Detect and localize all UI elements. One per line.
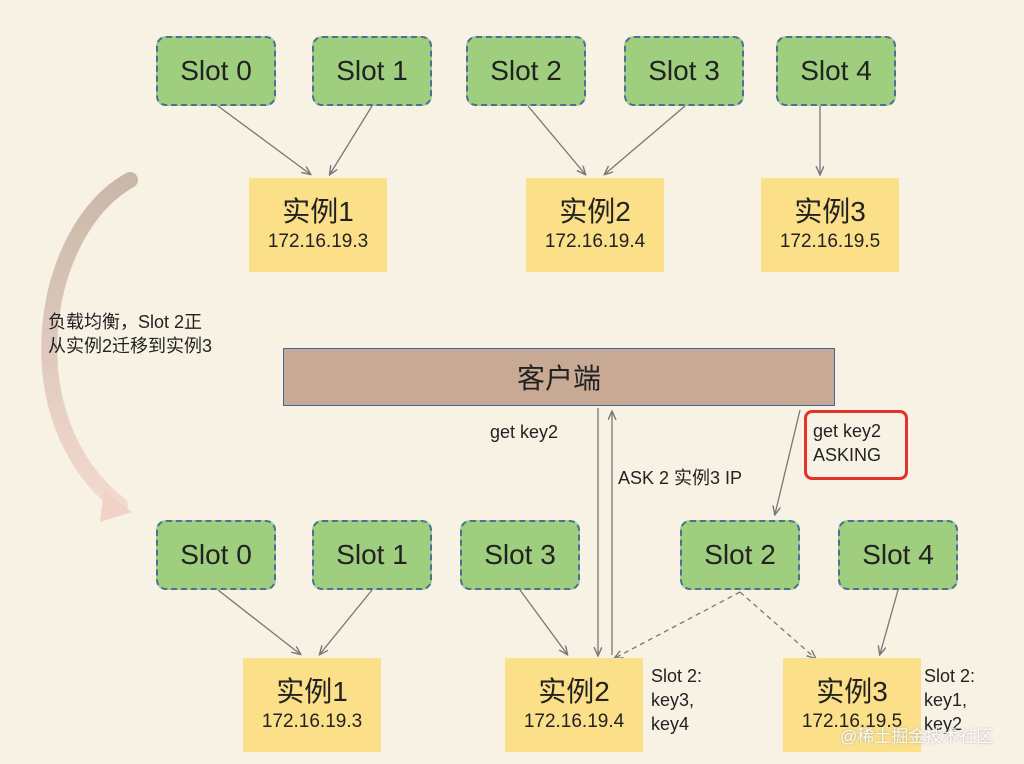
- instance-name: 实例2: [538, 676, 610, 707]
- arrow-bot-slot2-inst3-dashed: [739, 591, 815, 658]
- bottom-slot-3: Slot 3: [460, 520, 580, 590]
- client-box: 客户端: [283, 348, 835, 406]
- top-slot-2: Slot 2: [466, 36, 586, 106]
- bottom-instance-1: 实例1 172.16.19.3: [243, 658, 381, 752]
- instance-name: 实例2: [559, 196, 631, 227]
- arrow-top-slot3-inst2: [605, 105, 686, 174]
- instance-ip: 172.16.19.4: [544, 231, 646, 252]
- arrow-bot-slot1-inst1: [320, 589, 373, 654]
- get-key2-label: get key2: [490, 422, 559, 442]
- arrow-bot-slot2-inst2-dashed: [615, 591, 741, 658]
- asking-command-label: get key2 ASKING: [813, 421, 882, 465]
- bottom-instance-2: 实例2 172.16.19.4: [505, 658, 643, 752]
- instance2-keys-note: Slot 2: key3, key4: [651, 666, 703, 734]
- instance-ip: 172.16.19.4: [523, 711, 625, 732]
- top-slot-3: Slot 3: [624, 36, 744, 106]
- instance-name: 实例1: [282, 196, 354, 227]
- instance3-keys-note: Slot 2: key1, key2: [924, 666, 976, 734]
- instance-name: 实例1: [276, 676, 348, 707]
- instance-name: 实例3: [794, 196, 866, 227]
- arrow-top-slot1-inst1: [330, 105, 373, 174]
- migration-curve-arrow: [41, 172, 138, 513]
- instance-name: 实例3: [816, 676, 888, 707]
- asking-highlight-box: get key2 ASKING: [804, 410, 908, 480]
- arrow-bot-slot4-inst3: [880, 589, 899, 654]
- top-slot-4: Slot 4: [776, 36, 896, 106]
- bottom-instance-3: 实例3 172.16.19.5: [783, 658, 921, 752]
- arrow-bot-slot0-inst1: [217, 589, 300, 654]
- bottom-slot-4: Slot 4: [838, 520, 958, 590]
- top-slot-1: Slot 1: [312, 36, 432, 106]
- bottom-slot-2: Slot 2: [680, 520, 800, 590]
- client-label: 客户端: [516, 363, 601, 394]
- instance-ip: 172.16.19.5: [779, 231, 881, 252]
- arrow-top-slot0-inst1: [217, 105, 310, 174]
- ask-reply-label: ASK 2 实例3 IP: [618, 468, 743, 488]
- top-slot-0: Slot 0: [156, 36, 276, 106]
- bottom-slot-0: Slot 0: [156, 520, 276, 590]
- instance-ip: 172.16.19.3: [261, 711, 363, 732]
- bottom-slot-1: Slot 1: [312, 520, 432, 590]
- instance-ip: 172.16.19.5: [801, 711, 903, 732]
- top-instance-3: 实例3 172.16.19.5: [761, 178, 899, 272]
- arrow-top-slot2-inst2: [527, 105, 585, 174]
- top-instance-2: 实例2 172.16.19.4: [526, 178, 664, 272]
- arrow-bot-slot3-inst2: [519, 589, 567, 654]
- top-instance-1: 实例1 172.16.19.3: [249, 178, 387, 272]
- watermark: @稀土掘金技术社区: [840, 727, 994, 746]
- arrow-client-asking-slot2: [775, 409, 801, 514]
- migration-curve-arrowhead: [100, 490, 132, 522]
- instance-ip: 172.16.19.3: [267, 231, 369, 252]
- migration-note: 负载均衡，Slot 2正 从实例2迁移到实例3: [48, 312, 213, 356]
